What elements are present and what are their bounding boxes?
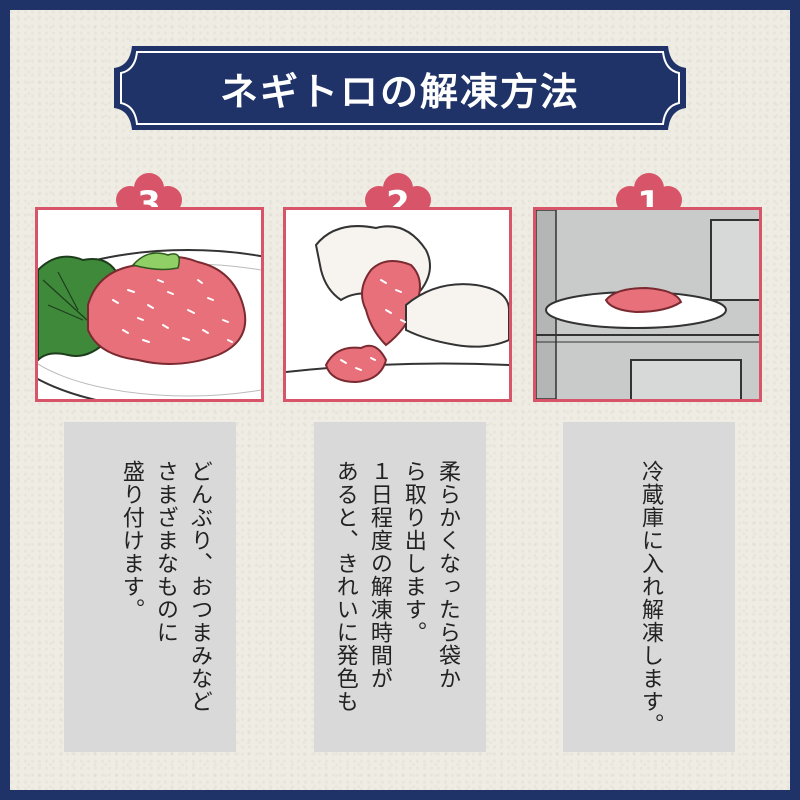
step-1-text: 冷蔵庫に入れ解凍します。 <box>633 460 667 736</box>
page-title: ネギトロの解凍方法 <box>219 69 580 114</box>
served-negitoro-image <box>38 210 261 399</box>
step-1-description: 冷蔵庫に入れ解凍します。 <box>563 422 735 752</box>
description-line: あると、きれいに発色も <box>332 460 358 713</box>
banner-shape <box>114 46 686 130</box>
refrigerator-image <box>536 210 759 399</box>
step-2-text: 柔らかくなったら袋か ら取り出します。 １日程度の解凍時間が あると、きれいに発… <box>328 460 464 713</box>
step-3-text: どんぶり、おつまみなど さまざまなものに 盛り付けます。 <box>114 460 216 713</box>
step-3-description: どんぶり、おつまみなど さまざまなものに 盛り付けます。 <box>64 422 236 752</box>
description-line: 柔らかくなったら袋か <box>435 460 460 690</box>
description-line: １日程度の解凍時間が <box>366 460 392 690</box>
step-3-illustration <box>35 207 264 402</box>
title-banner: ネギトロの解凍方法 <box>110 42 690 134</box>
description-line: さまざまなものに <box>152 460 178 644</box>
description-line: 冷蔵庫に入れ解凍します。 <box>638 460 663 736</box>
step-1-illustration <box>533 207 762 402</box>
description-line: ら取り出します。 <box>400 460 426 644</box>
step-2-description: 柔らかくなったら袋か ら取り出します。 １日程度の解凍時間が あると、きれいに発… <box>314 422 486 752</box>
step-2-illustration <box>283 207 512 402</box>
description-line: 盛り付けます。 <box>118 460 144 621</box>
squeezing-bag-image <box>286 210 509 399</box>
description-line: どんぶり、おつまみなど <box>187 460 212 713</box>
